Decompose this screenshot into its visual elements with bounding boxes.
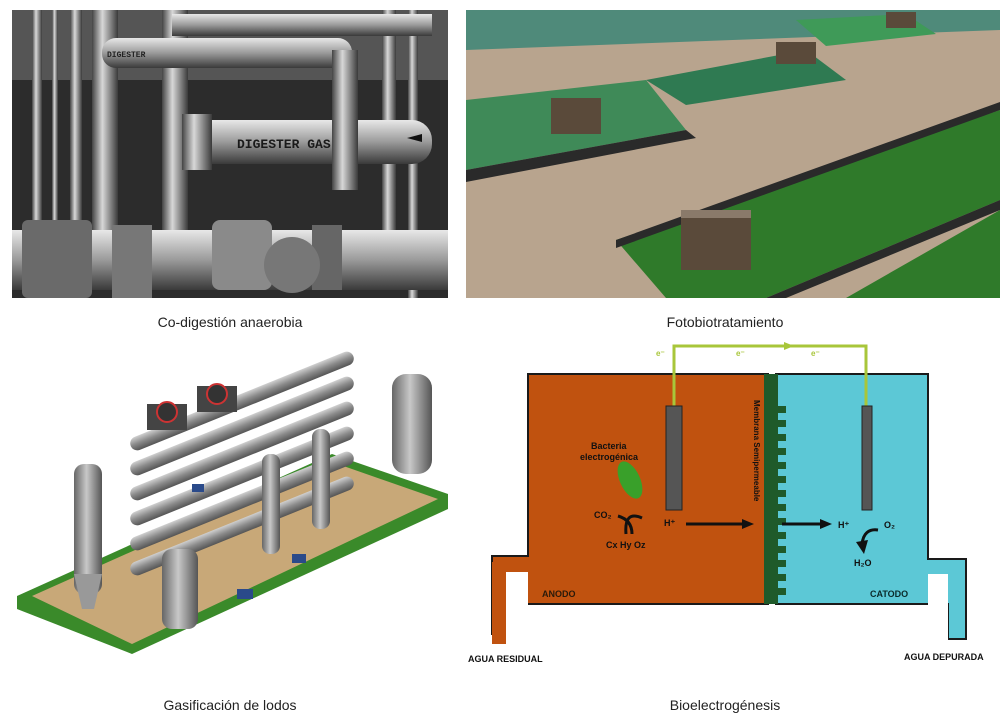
h-plus-label: H⁺ bbox=[664, 518, 675, 528]
o2-label: O₂ bbox=[884, 520, 895, 530]
electron-label: e⁻ bbox=[656, 349, 665, 358]
gasificacion-image bbox=[12, 334, 448, 676]
caption-gasificacion: Gasificación de lodos bbox=[163, 697, 297, 713]
membrane-label: Membrana Semipermeable bbox=[752, 400, 761, 502]
membrane bbox=[764, 374, 778, 604]
substrate-label: Cx Hy Oz bbox=[606, 540, 646, 550]
bacteria-icon bbox=[617, 461, 643, 499]
bacteria-label: electrogénica bbox=[580, 452, 639, 462]
fotobiotratamiento-image bbox=[466, 10, 1000, 298]
cathode-electrode bbox=[861, 405, 873, 511]
caption-fotobiotratamiento: Fotobiotratamiento bbox=[666, 314, 784, 330]
caption-bioelectrogenesis: Bioelectrogénesis bbox=[669, 697, 781, 713]
bioelectrogenesis-diagram: Membrana Semipermeable e⁻ e⁻ e⁻ Bacteria… bbox=[466, 334, 1000, 676]
anode-chamber bbox=[491, 373, 769, 635]
co2-label: CO₂ bbox=[594, 510, 612, 520]
cathode-label: CATODO bbox=[870, 589, 908, 599]
cathode-h-plus-label: H⁺ bbox=[838, 520, 849, 530]
h2o-label: H₂O bbox=[854, 558, 872, 568]
anode-label: ANODO bbox=[542, 589, 576, 599]
caption-codigestion: Co-digestión anaerobia bbox=[157, 314, 303, 330]
digester-gas-label: DIGESTER GAS bbox=[237, 137, 331, 152]
bacteria-label: Bacteria bbox=[591, 441, 628, 451]
external-wire bbox=[672, 344, 868, 406]
outlet-label: AGUA DEPURADA bbox=[904, 652, 984, 662]
anode-electrode bbox=[665, 405, 683, 511]
electron-label: e⁻ bbox=[736, 349, 745, 358]
electron-label: e⁻ bbox=[811, 349, 820, 358]
digester-small-label: DIGESTER bbox=[107, 51, 146, 60]
inlet-label: AGUA RESIDUAL bbox=[468, 654, 543, 664]
codigestion-image: DIGESTER GAS DIGESTER bbox=[12, 10, 448, 298]
